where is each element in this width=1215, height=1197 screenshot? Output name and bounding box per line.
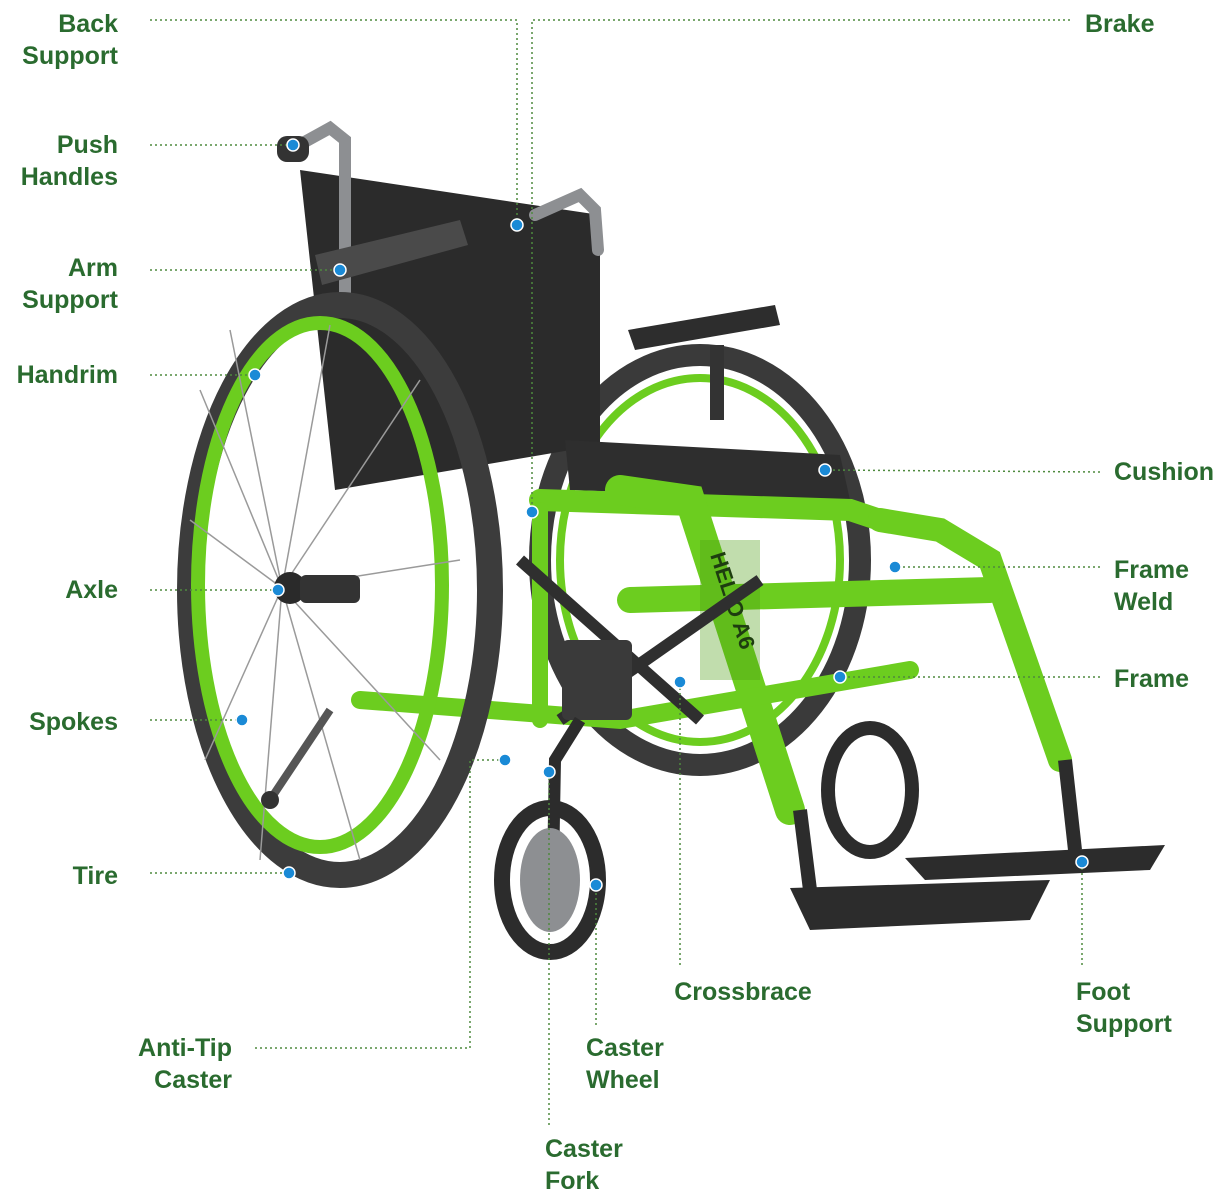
far-footplate bbox=[905, 845, 1165, 880]
marker-dot-push-handles bbox=[287, 139, 299, 151]
label-arm-support: Arm Support bbox=[0, 252, 118, 316]
marker-dot-crossbrace bbox=[674, 676, 686, 688]
marker-dot-frame bbox=[834, 671, 846, 683]
marker-dot-axle bbox=[272, 584, 284, 596]
label-brake: Brake bbox=[1085, 8, 1155, 40]
marker-dot-back-support bbox=[511, 219, 523, 231]
label-caster-wheel: Caster Wheel bbox=[586, 1032, 664, 1096]
marker-dot-handrim bbox=[249, 369, 261, 381]
label-back-support: Back Support bbox=[0, 8, 118, 72]
label-spokes: Spokes bbox=[0, 706, 118, 738]
label-push-handles: Push Handles bbox=[0, 129, 118, 193]
marker-dot-caster-fork bbox=[543, 766, 555, 778]
label-handrim: Handrim bbox=[0, 359, 118, 391]
far-caster bbox=[828, 728, 912, 852]
anti-tip-wheel bbox=[261, 791, 279, 809]
near-footplate bbox=[790, 880, 1050, 930]
wheelchair-illustration: HELIO A6 bbox=[190, 128, 1165, 952]
marker-dot-tire bbox=[283, 867, 295, 879]
marker-dot-brake bbox=[526, 506, 538, 518]
label-axle: Axle bbox=[0, 574, 118, 606]
caster-housing bbox=[562, 640, 632, 720]
anti-tip-bar bbox=[270, 710, 330, 800]
leader-line-cushion bbox=[825, 470, 1100, 472]
axle-housing bbox=[300, 575, 360, 603]
marker-dot-foot-support bbox=[1076, 856, 1088, 868]
far-arm-post bbox=[710, 345, 724, 420]
label-foot-support: Foot Support bbox=[1076, 976, 1172, 1040]
marker-dot-anti-tip-caster bbox=[499, 754, 511, 766]
marker-dot-caster-wheel bbox=[590, 879, 602, 891]
label-frame: Frame bbox=[1114, 663, 1189, 695]
label-anti-tip-caster: Anti-Tip Caster bbox=[100, 1032, 232, 1096]
far-arm-support bbox=[628, 305, 780, 350]
label-cushion: Cushion bbox=[1114, 456, 1214, 488]
marker-dot-spokes bbox=[236, 714, 248, 726]
label-caster-fork: Caster Fork bbox=[545, 1133, 623, 1197]
marker-dot-arm-support bbox=[334, 264, 346, 276]
caster-wheel-disc bbox=[520, 828, 580, 932]
label-crossbrace: Crossbrace bbox=[672, 976, 814, 1008]
marker-dot-frame-weld bbox=[889, 561, 901, 573]
label-tire: Tire bbox=[0, 860, 118, 892]
label-frame-weld: Frame Weld bbox=[1114, 554, 1189, 618]
marker-dot-cushion bbox=[819, 464, 831, 476]
